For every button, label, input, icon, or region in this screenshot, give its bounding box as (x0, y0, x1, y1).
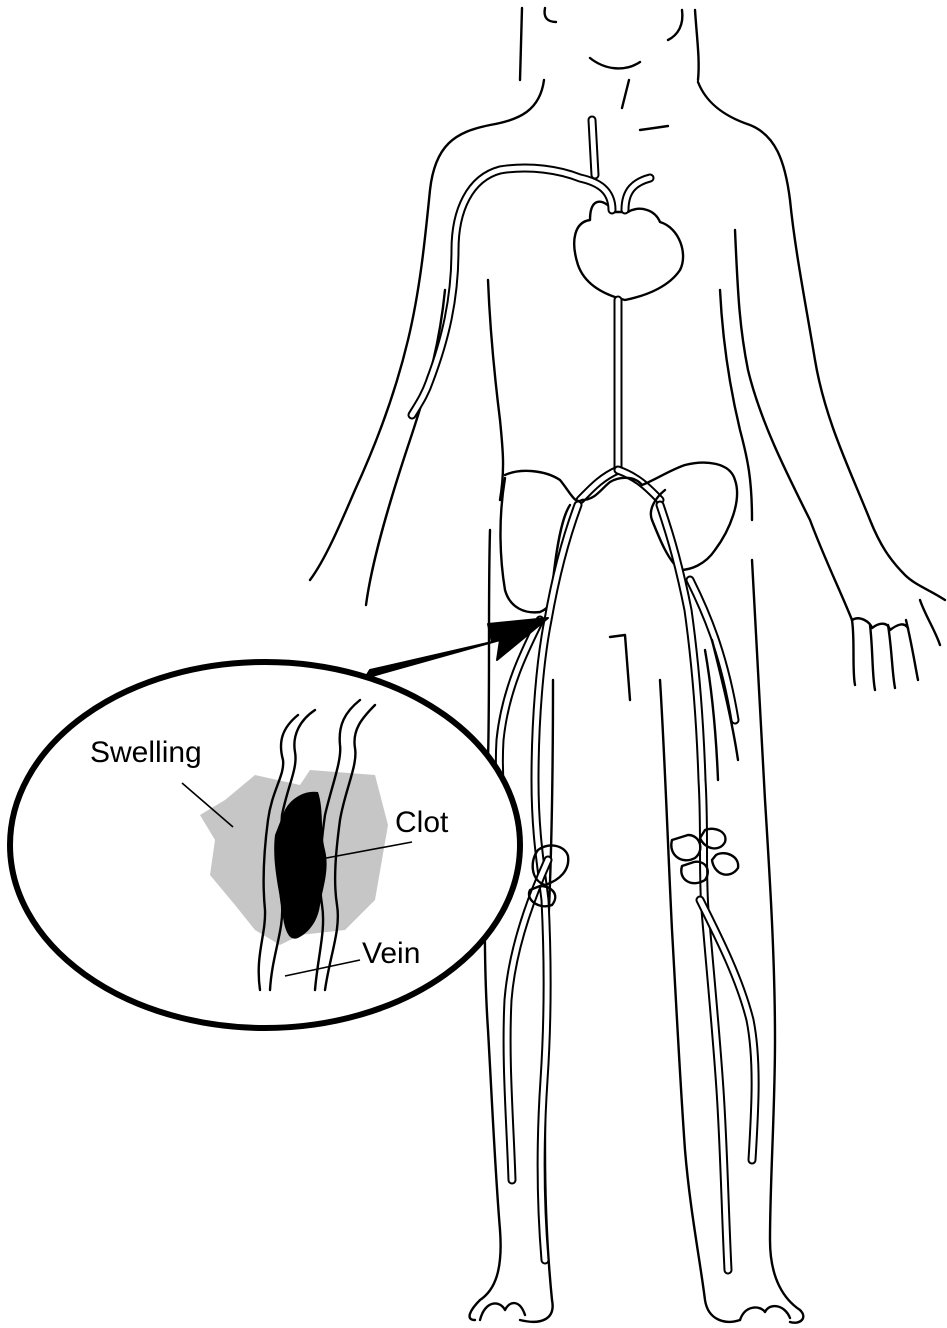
clot-label: Clot (395, 806, 449, 839)
veins (412, 120, 755, 1270)
vein-label: Vein (362, 937, 420, 970)
magnified-inset: Swelling Clot Vein (10, 662, 520, 1028)
heart (574, 202, 683, 300)
swelling-label: Swelling (90, 736, 202, 769)
